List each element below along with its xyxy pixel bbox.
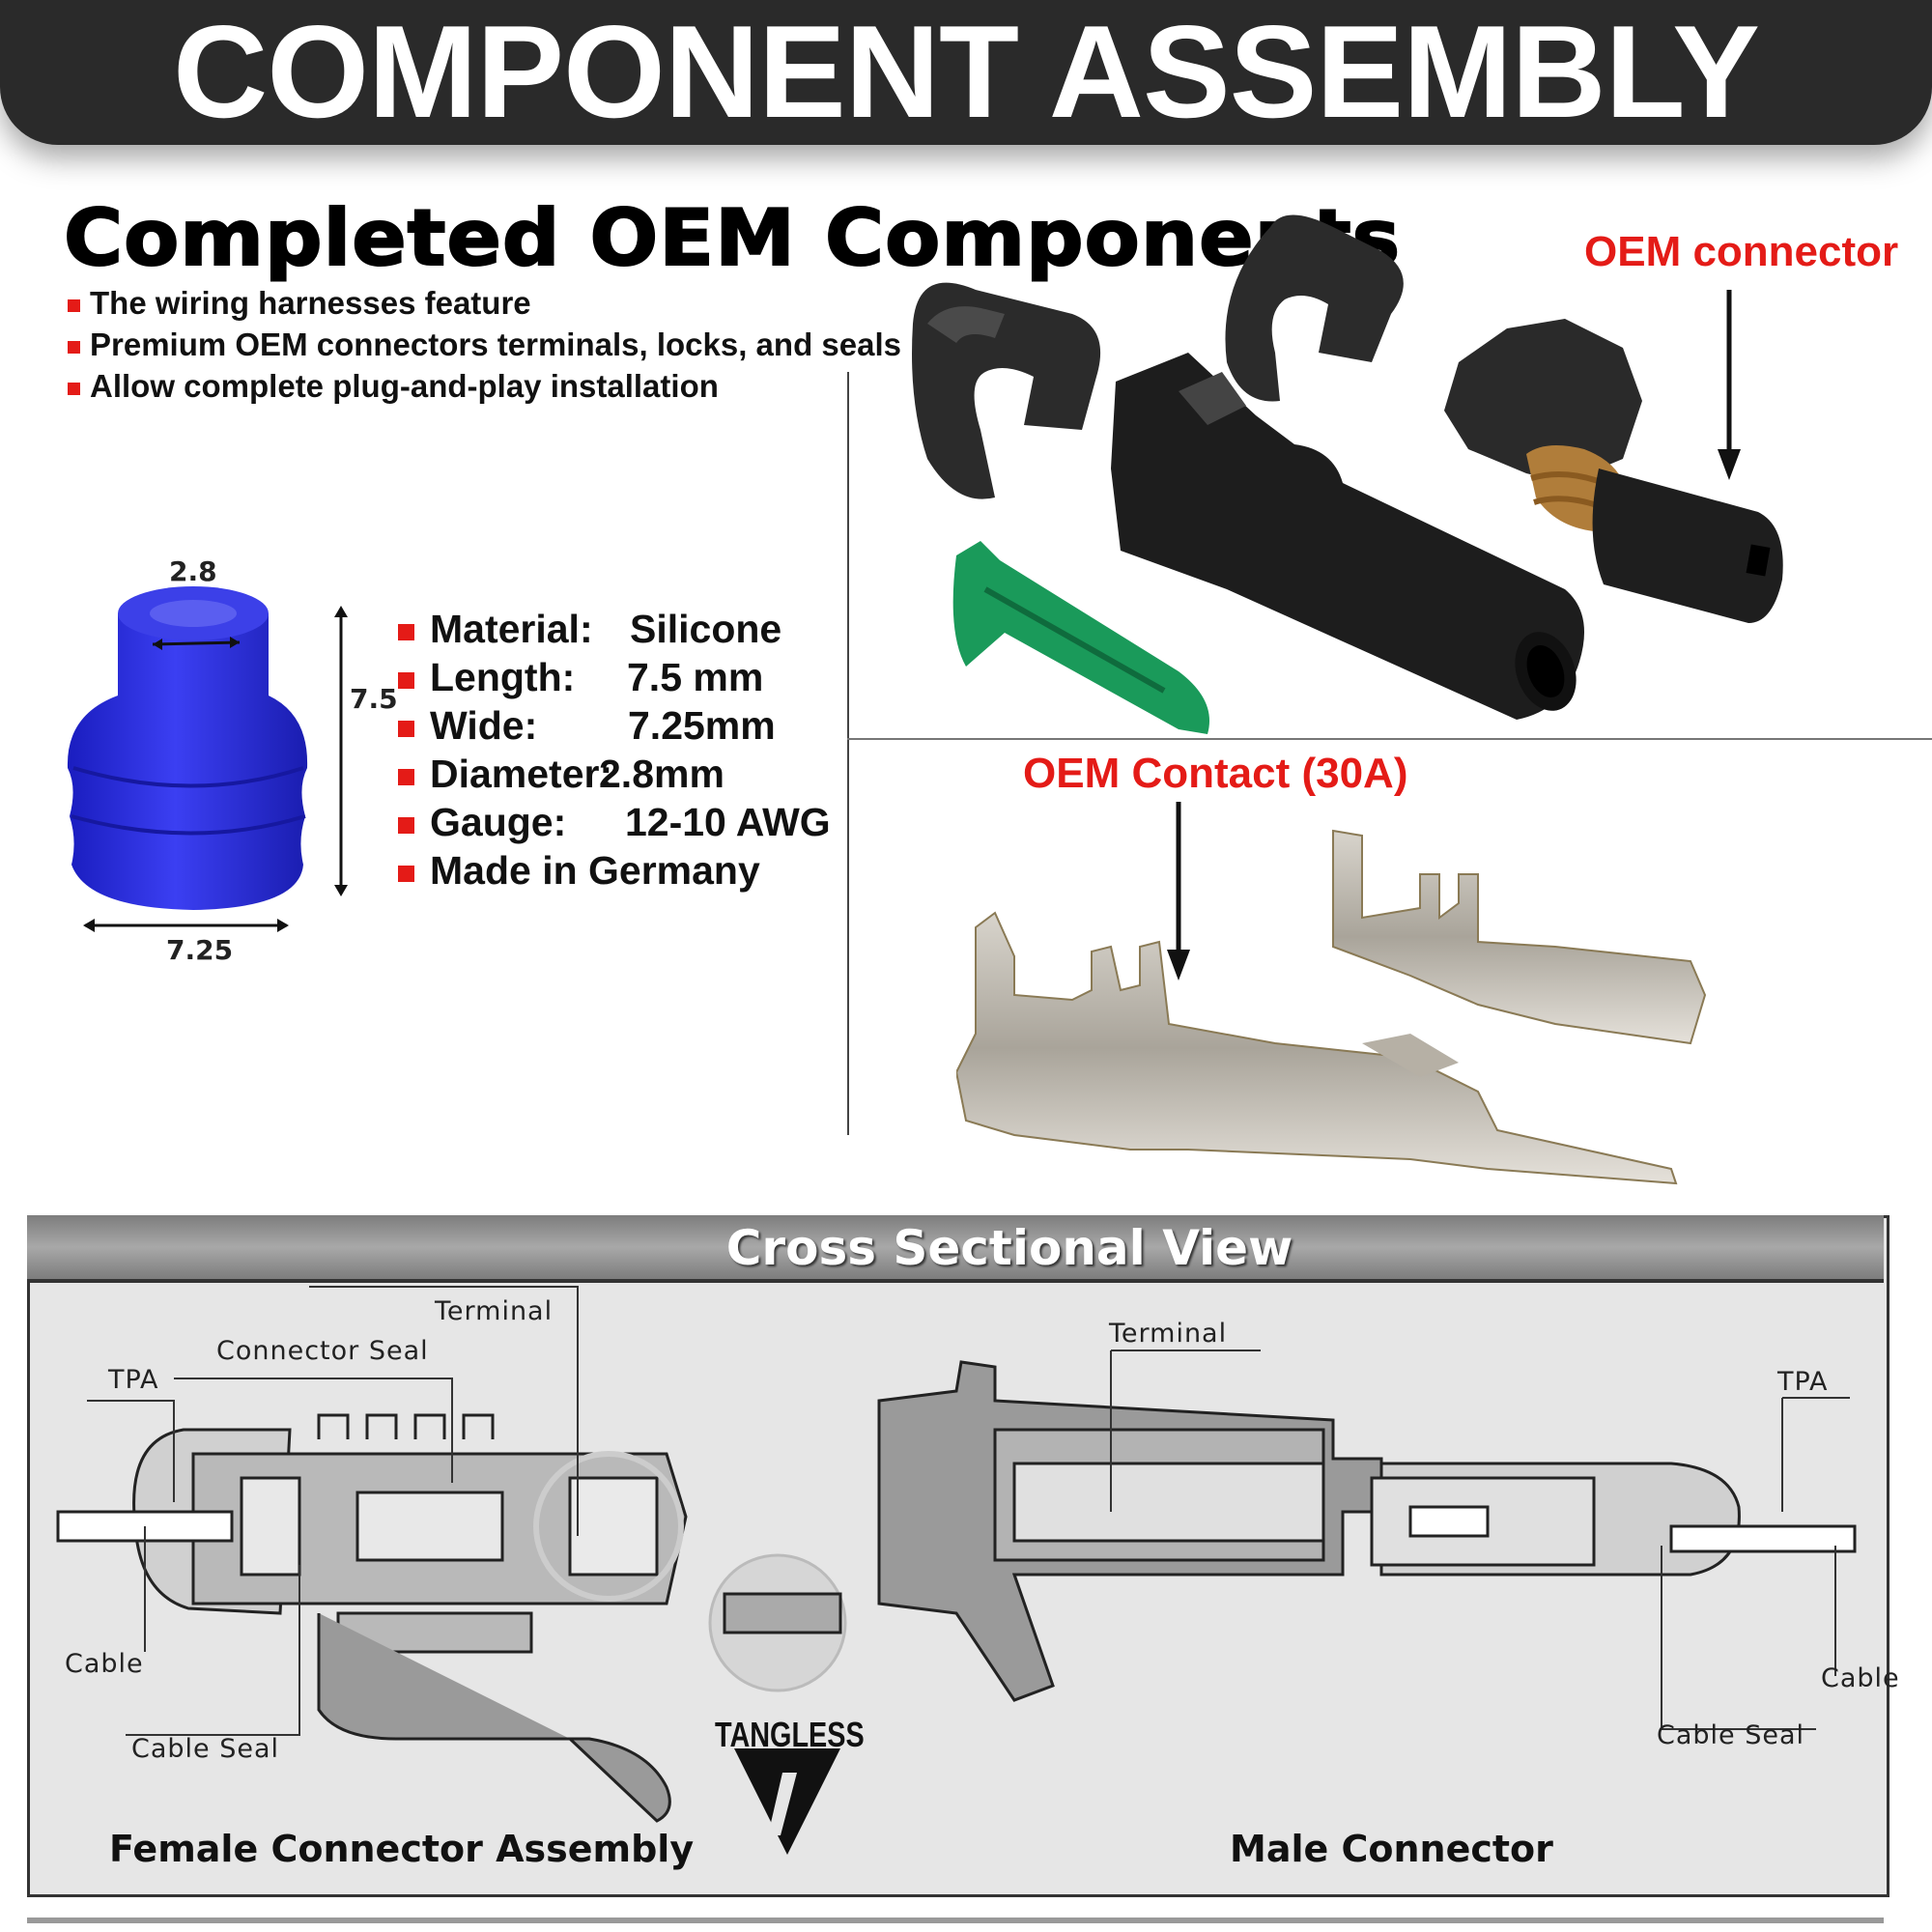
spec-item: Gauge:12-10 AWG: [398, 800, 831, 845]
feature-item: Allow complete plug-and-play installatio…: [68, 368, 719, 405]
feature-item: The wiring harnesses feature: [68, 285, 531, 322]
header-banner: [0, 0, 1932, 145]
female-connector-caption: Female Connector Assembly: [109, 1828, 695, 1870]
dim-top-label: 2.8: [169, 555, 217, 587]
dim-bottom-arrow: [83, 919, 289, 932]
female-cable-label: Cable: [65, 1649, 144, 1679]
bullet-icon: [398, 623, 414, 640]
header-rule: [27, 1279, 1884, 1283]
male-cable-label: Cable: [1821, 1663, 1900, 1693]
spec-item: Made in Germany: [398, 848, 760, 894]
cross-section-title: Cross Sectional View: [725, 1220, 1293, 1276]
spec-item: Diameter:2.8mm: [398, 752, 724, 797]
silicone-seal-image: [67, 586, 308, 910]
feature-item: Premium OEM connectors terminals, locks,…: [68, 327, 901, 363]
tangless-label: TANGLESS: [715, 1715, 865, 1754]
dim-bottom-label: 7.25: [166, 934, 234, 966]
bullet-icon: [68, 298, 80, 312]
bullet-icon: [398, 768, 414, 785]
spec-item: Material:Silicone: [398, 607, 781, 652]
oem-connector-label: OEM connector: [1584, 228, 1899, 275]
oem-contact-image: [956, 802, 1707, 1185]
cross-section-header: [27, 1215, 1884, 1279]
bullet-icon: [398, 671, 414, 689]
page-title: COMPONENT ASSEMBLY: [173, 0, 1760, 145]
male-tpa-label: TPA: [1777, 1367, 1829, 1397]
bottom-rule: [27, 1918, 1884, 1923]
bullet-icon: [398, 865, 414, 882]
bullet-icon: [398, 720, 414, 737]
dim-side-label: 7.5: [350, 683, 398, 715]
vertical-divider: [847, 372, 849, 1135]
spec-item: Wide:7.25mm: [398, 703, 776, 749]
male-connector-caption: Male Connector: [1230, 1828, 1553, 1870]
cross-section-diagram: [56, 1286, 1857, 1855]
female-cable-seal-label: Cable Seal: [131, 1734, 280, 1764]
female-connector-seal-label: Connector Seal: [216, 1336, 429, 1366]
oem-connector-image: [912, 214, 1783, 734]
female-terminal-label: Terminal: [435, 1296, 554, 1326]
bullet-icon: [68, 382, 80, 395]
male-cable-seal-label: Cable Seal: [1657, 1720, 1805, 1750]
oem-contact-label: OEM Contact (30A): [1023, 750, 1408, 797]
section-title: Completed OEM Components: [63, 192, 1402, 284]
male-terminal-label: Terminal: [1109, 1319, 1228, 1349]
bullet-icon: [68, 340, 80, 354]
spec-item: Length:7.5 mm: [398, 655, 763, 700]
bullet-icon: [398, 816, 414, 834]
dim-side-arrow: [334, 606, 348, 896]
female-tpa-label: TPA: [108, 1365, 159, 1395]
horizontal-divider: [847, 738, 1932, 740]
